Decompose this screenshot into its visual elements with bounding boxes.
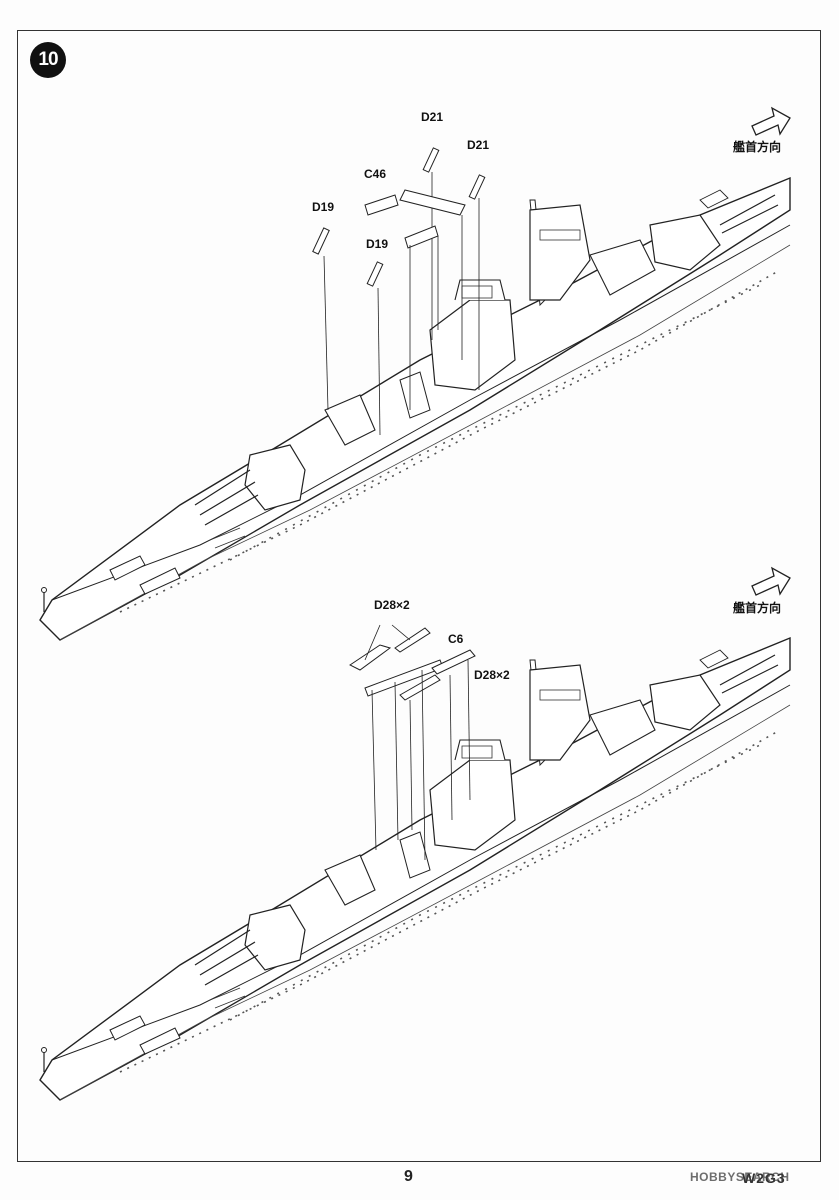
callout-d28-b: D28×2 xyxy=(474,668,510,682)
callout-d19-a: D19 xyxy=(312,200,335,214)
step-number: 10 xyxy=(38,49,58,70)
callout-d21-b: D21 xyxy=(467,138,490,152)
watermark-text: HOBBYSEARCH xyxy=(690,1170,790,1184)
callout-c46: C46 xyxy=(364,167,387,181)
callout-d28-a: D28×2 xyxy=(374,598,410,612)
callout-c6: C6 xyxy=(448,632,464,646)
bow-direction-label-2: 艦首方向 xyxy=(733,601,782,615)
page-number: 9 xyxy=(404,1168,413,1185)
bow-direction-label: 艦首方向 xyxy=(733,140,782,154)
bow-direction-arrow-2 xyxy=(751,566,791,596)
bow-direction-arrow xyxy=(751,106,791,136)
top-parts xyxy=(312,147,486,436)
step-number-badge: 10 xyxy=(30,42,66,78)
callout-d19-b: D19 xyxy=(366,237,389,251)
model-code: W2G3 xyxy=(742,1170,786,1186)
callout-d21-a: D21 xyxy=(421,110,444,124)
page-frame xyxy=(17,30,821,1162)
bottom-parts xyxy=(349,624,476,861)
